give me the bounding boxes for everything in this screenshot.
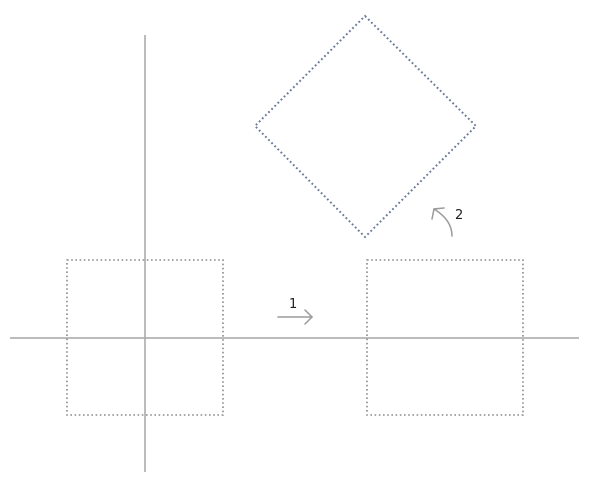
rotate-arrow-icon	[431, 207, 453, 237]
rotated-square	[253, 14, 478, 239]
step-2-label: 2	[455, 208, 463, 223]
step-1-label: 1	[289, 297, 297, 312]
translate-arrow-icon	[277, 309, 314, 325]
